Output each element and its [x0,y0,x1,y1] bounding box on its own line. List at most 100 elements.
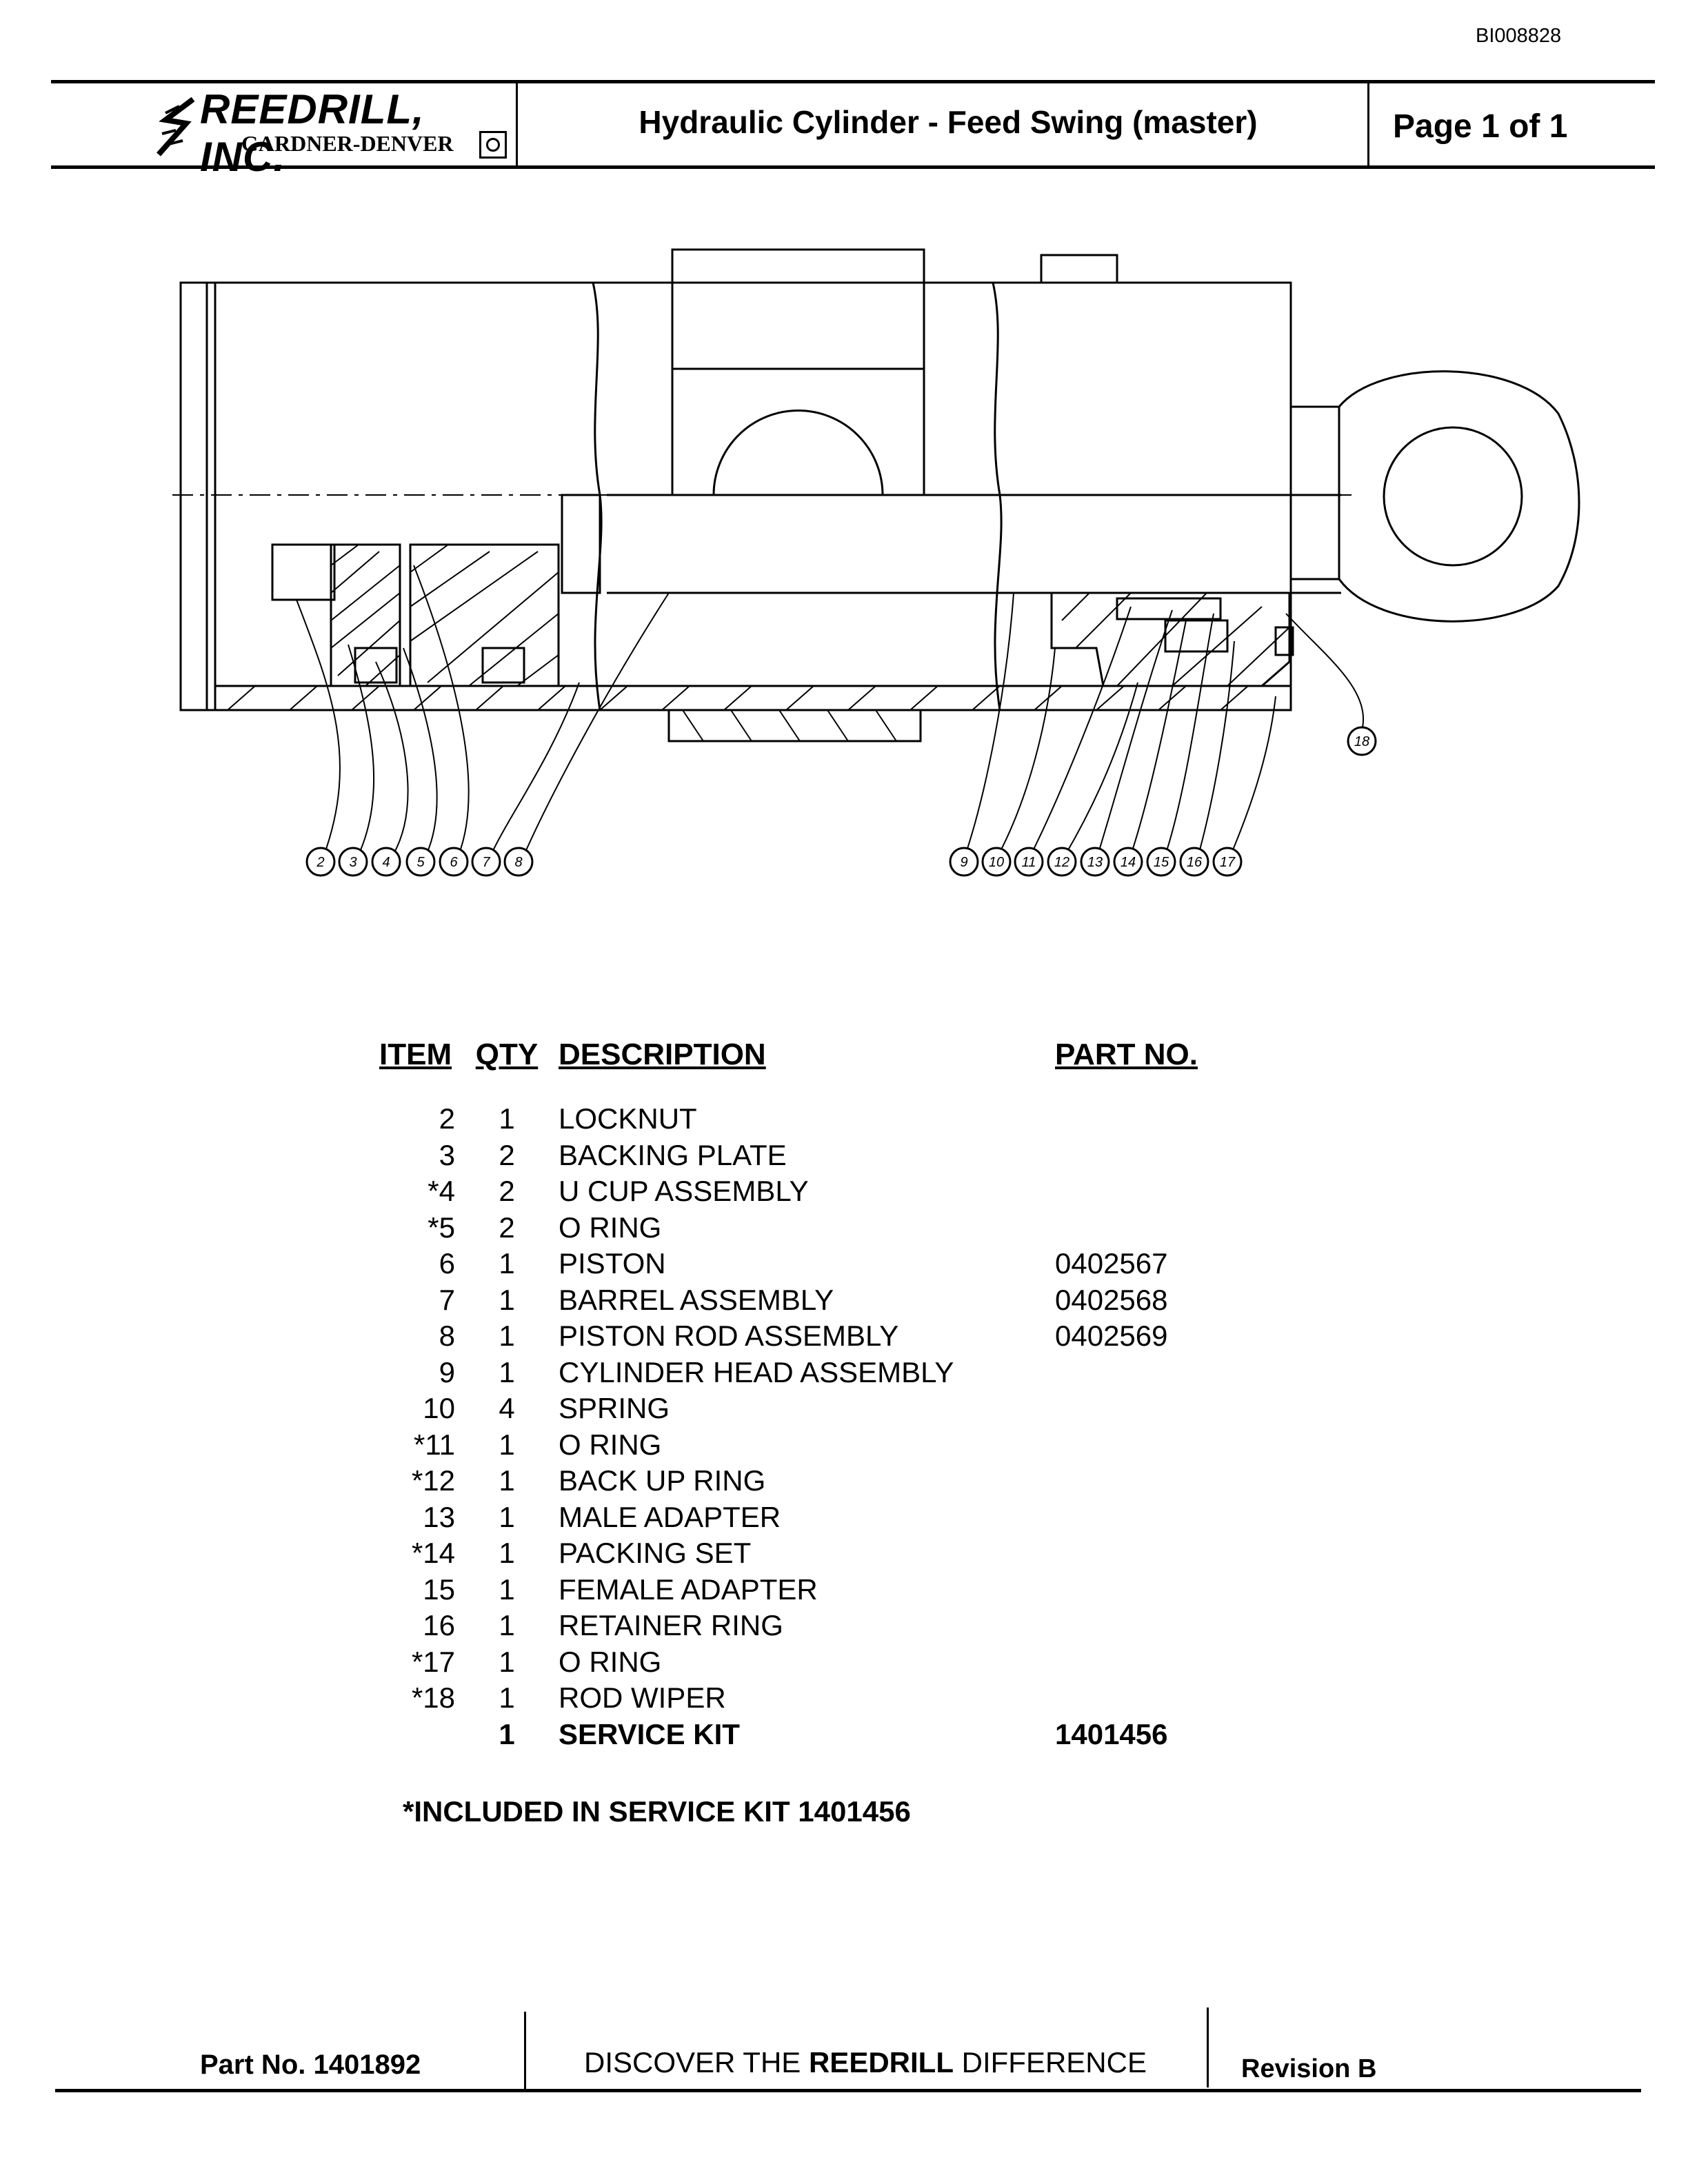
cell-description: O RING [559,1211,662,1244]
cell-item: *17 [411,1645,455,1678]
cell-item: *18 [411,1681,455,1714]
cell-item: 8 [439,1320,455,1352]
header-top-rule [51,80,1655,83]
cell-part-no [1055,1175,1262,1211]
cell-qty: 4 [499,1392,515,1424]
cell-item: *11 [414,1428,455,1461]
cell-item: 7 [439,1283,455,1316]
callout-11: 11 [1022,855,1036,870]
cell-part-no [1055,1646,1262,1682]
parts-table: ITEM QTY DESCRIPTION PART NO. 2 1 LOCKNUT 3… [379,1038,1262,1754]
cell-item: 15 [423,1573,455,1606]
callout-5: 5 [416,855,425,870]
cell-qty: 1 [499,1681,515,1714]
drill-bit-icon [157,97,195,156]
cell-item: *4 [428,1175,455,1207]
footer-part-number: Part No. 1401892 [200,2050,421,2080]
cell-description: SPRING [559,1392,670,1424]
header-bottom-rule [51,165,1655,169]
callout-6: 6 [450,855,458,870]
cell-part-no [1055,1537,1262,1573]
cell-part-no [1055,1102,1262,1139]
cell-part-no [1055,1428,1262,1465]
barrel-outline [179,281,1292,711]
cell-qty: 1 [499,1428,515,1461]
cell-item: 2 [439,1102,455,1135]
header-divider-right [1367,81,1369,167]
cell-qty: 1 [499,1645,515,1678]
table-row: *18 1 ROD WIPER [379,1681,1262,1718]
callout-4: 4 [382,855,390,870]
table-row: 10 4 SPRING [379,1392,1262,1428]
cell-item: 3 [439,1138,455,1171]
slogan-prefix: DISCOVER THE [584,2046,809,2079]
cell-part-no: 0402569 [1055,1320,1168,1352]
callout-17: 17 [1220,855,1236,870]
callout-13: 13 [1087,855,1103,870]
cell-part-no [1055,1609,1262,1646]
cell-qty: 1 [499,1320,515,1352]
cell-qty: 1 [499,1500,515,1533]
cell-item [379,1718,455,1755]
cell-item: *5 [428,1211,455,1244]
cell-qty: 1 [499,1283,515,1316]
cell-description: RETAINER RING [559,1609,783,1641]
gardner-denver-emblem-icon [479,131,507,159]
piston-section-right [409,543,560,687]
cell-part-no [1055,1501,1262,1537]
logo-wordmark: REEDRILL, INC. [200,86,425,180]
mounting-block [671,248,925,496]
table-row: *4 2 U CUP ASSEMBLY [379,1175,1262,1211]
cell-description: FEMALE ADAPTER [559,1573,818,1606]
cell-qty: 2 [499,1175,515,1207]
cell-item: 10 [423,1392,455,1424]
cell-qty: 1 [499,1247,515,1280]
cell-part-no [1055,1139,1262,1175]
callout-14: 14 [1121,855,1136,870]
cell-description: BACKING PLATE [559,1138,787,1171]
document-id: BI008828 [1476,25,1562,47]
cell-description: SERVICE KIT [559,1717,740,1750]
cell-qty: 1 [499,1573,515,1606]
callout-7: 7 [482,855,490,870]
footer-divider-right [1207,2008,1209,2087]
cell-part-no: 0402568 [1055,1283,1168,1316]
cell-description: LOCKNUT [559,1102,697,1135]
footer-revision: Revision B [1241,2054,1377,2083]
cell-description: U CUP ASSEMBLY [559,1175,809,1207]
cell-description: O RING [559,1645,662,1678]
slogan-brand: REEDRILL [808,2046,954,2079]
col-qty-header: QTY [475,1038,539,1071]
cell-part-no [1055,1681,1262,1718]
cell-part-no [1055,1392,1262,1428]
cell-part-no [1055,1211,1262,1248]
cell-item: *14 [411,1537,455,1569]
cell-description: MALE ADAPTER [559,1500,781,1533]
cell-qty: 1 [499,1717,515,1750]
cell-part-no [1055,1356,1262,1393]
cell-description: CYLINDER HEAD ASSEMBLY [559,1355,954,1388]
cell-description: PISTON [559,1247,666,1280]
footer-divider-left [524,2012,526,2092]
header-divider-left [516,81,518,167]
slogan-suffix: DIFFERENCE [953,2046,1147,2079]
logo-subtitle: GARDNER-DENVER [241,131,454,156]
cell-description: PACKING SET [559,1537,752,1569]
page-title: Hydraulic Cylinder - Feed Swing (master) [639,104,1258,140]
col-part-no-header: PART NO. [1055,1038,1198,1071]
parts-table-header: ITEM QTY DESCRIPTION PART NO. [379,1038,1262,1102]
callouts-left [305,847,534,877]
callout-18: 18 [1354,734,1369,749]
col-item-header: ITEM [379,1038,452,1071]
cell-description: ROD WIPER [559,1681,726,1714]
